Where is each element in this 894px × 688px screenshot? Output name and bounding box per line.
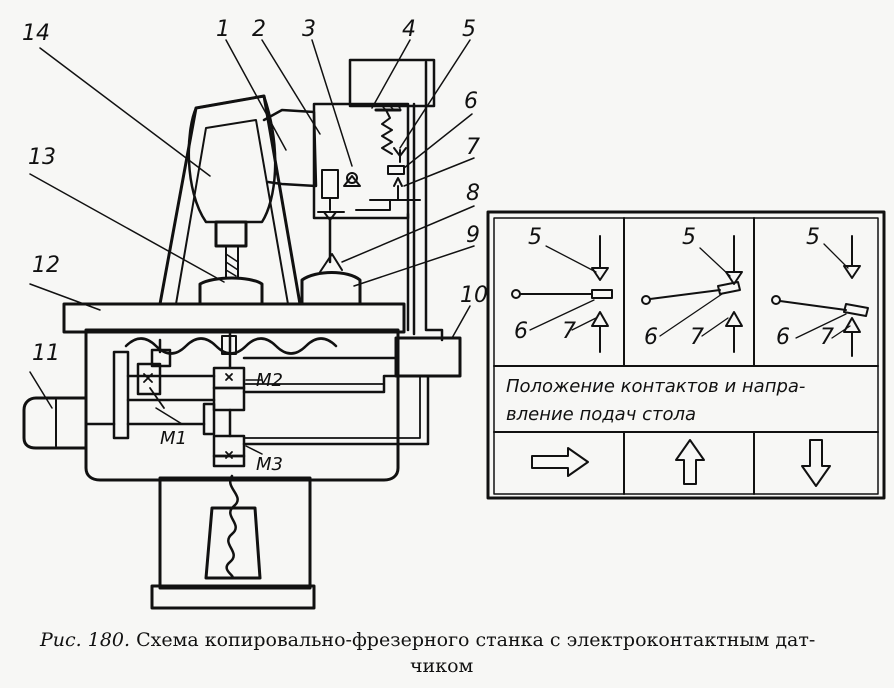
label-8: 8 xyxy=(466,181,480,206)
label-4: 4 xyxy=(402,17,416,42)
label-6: 6 xyxy=(464,89,478,114)
label-1: 1 xyxy=(216,17,230,42)
inset-frame xyxy=(486,210,886,500)
inset-cell-2-contacts xyxy=(641,235,743,353)
pedestal xyxy=(150,474,316,610)
inset-2-label-6: 6 xyxy=(644,325,658,350)
inset-3-label-5: 5 xyxy=(806,225,820,250)
machine-base xyxy=(84,328,400,482)
inset-1-label-5: 5 xyxy=(528,225,542,250)
caption-line-1: Схема копировально-фрезерного станка с э… xyxy=(136,629,816,651)
inset-2-label-7: 7 xyxy=(690,325,704,350)
column-14 xyxy=(158,94,318,306)
label-14: 14 xyxy=(22,21,50,46)
motor-labels: М1 М2 М3 xyxy=(160,370,283,475)
inset-cell-1-contacts xyxy=(511,235,613,353)
label-10: 10 xyxy=(460,283,488,308)
drive-train xyxy=(84,328,430,468)
part-number-labels: 14 1 2 3 4 5 6 7 8 9 10 11 12 13 xyxy=(22,17,488,366)
label-7: 7 xyxy=(466,135,480,160)
arrow-up-icon xyxy=(675,439,705,485)
label-13: 13 xyxy=(28,145,56,170)
label-12: 12 xyxy=(32,253,60,278)
signal-wires xyxy=(406,60,444,342)
arrow-down-icon xyxy=(801,439,831,487)
inset-3-label-7: 7 xyxy=(820,325,834,350)
inset-1-label-7: 7 xyxy=(562,319,576,344)
label-m2: М2 xyxy=(256,370,283,391)
sensor-head xyxy=(312,58,436,264)
label-m1: М1 xyxy=(160,428,187,449)
workpieces xyxy=(198,253,362,306)
inset-3-label-6: 6 xyxy=(776,325,790,350)
label-2: 2 xyxy=(252,17,266,42)
table-12 xyxy=(62,302,406,334)
inset-text-line-2: вление подач стола xyxy=(506,404,696,425)
motor-11 xyxy=(22,396,88,450)
inset-text-line-1: Положение контактов и напра- xyxy=(506,376,805,397)
inset-cell-3-contacts xyxy=(771,235,869,357)
caption-prefix: Рис. 180. xyxy=(40,629,131,651)
relay-box-10 xyxy=(394,336,462,378)
label-3: 3 xyxy=(302,17,316,42)
label-11: 11 xyxy=(32,341,60,366)
label-9: 9 xyxy=(466,223,480,248)
leader-lines xyxy=(29,39,475,455)
label-m3: М3 xyxy=(256,454,283,475)
arrow-right-icon xyxy=(531,447,589,477)
caption-line-2: чиком xyxy=(410,655,474,677)
label-5: 5 xyxy=(462,17,476,42)
inset-2-label-5: 5 xyxy=(682,225,696,250)
inset-1-label-6: 6 xyxy=(514,319,528,344)
figure-caption: Рис. 180. Схема копировально-фрезерного … xyxy=(40,627,870,679)
inset-labels: 5 6 7 5 6 7 5 6 7 Положение контактов и … xyxy=(506,225,834,425)
